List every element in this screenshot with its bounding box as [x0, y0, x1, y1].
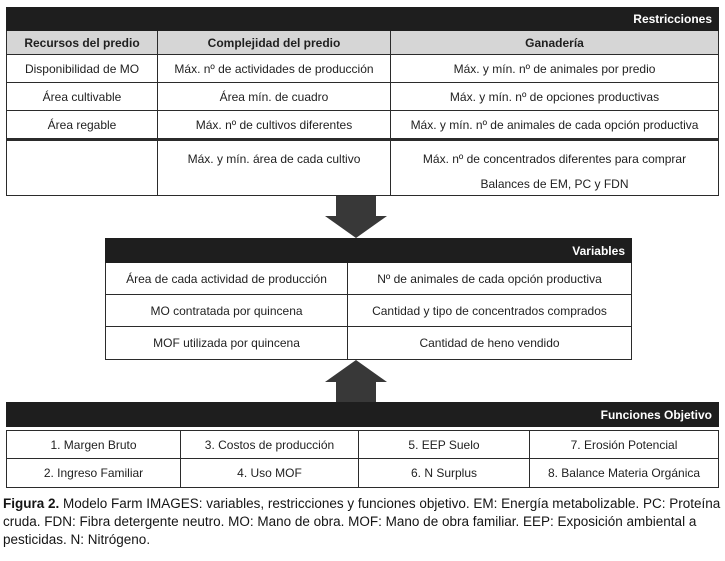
down-arrow-icon — [325, 196, 387, 238]
restricciones-cell: Máx. y mín. nº de animales por predio — [391, 55, 718, 83]
funcion-objetivo-cell: 3. Costos de producción — [181, 431, 359, 459]
figure-caption: Figura 2. Modelo Farm IMAGES: variables,… — [3, 495, 725, 549]
caption-line-3: pesticidas. N: Nitrógeno. — [3, 532, 151, 547]
restricciones-cell: Disponibilidad de MO — [7, 55, 158, 83]
caption-line-1-text: Modelo Farm IMAGES: variables, restricci… — [59, 496, 721, 511]
funcion-objetivo-cell: 5. EEP Suelo — [359, 431, 530, 459]
restricciones-cell: Máx. y mín. área de cada cultivo — [158, 139, 391, 195]
restricciones-col-header-recursos: Recursos del predio — [7, 31, 158, 55]
funcion-objetivo-cell: 6. N Surplus — [359, 459, 530, 487]
funciones-objetivo-title: Funciones Objetivo — [600, 407, 712, 422]
funciones-objetivo-grid: 1. Margen Bruto 3. Costos de producción … — [6, 430, 719, 488]
funciones-objetivo-title-bar: Funciones Objetivo — [6, 402, 719, 427]
restricciones-cell: Área mín. de cuadro — [158, 83, 391, 111]
variables-cell: MOF utilizada por quincena — [106, 327, 348, 359]
variables-cell: MO contratada por quincena — [106, 295, 348, 327]
restricciones-col-header-complejidad: Complejidad del predio — [158, 31, 391, 55]
restricciones-cell-empty — [7, 139, 158, 195]
restricciones-col-header-ganaderia: Ganadería — [391, 31, 718, 55]
restricciones-cell: Área cultivable — [7, 83, 158, 111]
funcion-objetivo-cell: 2. Ingreso Familiar — [7, 459, 181, 487]
caption-line-1: Figura 2. Modelo Farm IMAGES: variables,… — [3, 495, 725, 513]
funciones-objetivo-table: Funciones Objetivo 1. Margen Bruto 3. Co… — [6, 402, 719, 488]
funcion-objetivo-cell: 8. Balance Materia Orgánica — [547, 466, 701, 480]
restricciones-title-bar: Restricciones — [6, 7, 719, 31]
restricciones-cell: Máx. nº de actividades de producción — [158, 55, 391, 83]
figure-label: Figura 2. — [3, 496, 60, 511]
variables-grid: Área de cada actividad de producción Nº … — [105, 263, 632, 360]
variables-cell: Nº de animales de cada opción productiva — [348, 263, 631, 295]
up-arrow-icon — [325, 360, 387, 402]
restricciones-title: Restricciones — [633, 12, 712, 26]
variables-title-bar: Variables — [105, 238, 632, 263]
restricciones-cell: Máx. y mín. nº de animales de cada opció… — [391, 111, 718, 139]
restricciones-cell: Máx. y mín. nº de opciones productivas — [391, 83, 718, 111]
variables-cell: Cantidad de heno vendido — [419, 336, 560, 350]
funcion-objetivo-cell: 4. Uso MOF — [181, 459, 359, 487]
variables-table: Variables Área de cada actividad de prod… — [105, 238, 632, 360]
variables-title: Variables — [572, 243, 625, 258]
restricciones-table: Restricciones Recursos del predio Comple… — [6, 7, 719, 196]
variables-cell: Área de cada actividad de producción — [106, 263, 348, 295]
variables-cell: Cantidad y tipo de concentrados comprado… — [348, 295, 631, 327]
caption-line-2: cruda. FDN: Fibra detergente neutro. MO:… — [3, 514, 697, 529]
restricciones-cell: Máx. nº de concentrados diferentes para … — [391, 139, 718, 195]
restricciones-grid: Recursos del predio Complejidad del pred… — [6, 31, 719, 196]
restricciones-cell: Área regable — [7, 111, 158, 139]
funcion-objetivo-cell: 1. Margen Bruto — [7, 431, 181, 459]
funcion-objetivo-cell: 7. Erosión Potencial — [530, 431, 718, 459]
restricciones-cell: Máx. nº de cultivos diferentes — [158, 111, 391, 139]
